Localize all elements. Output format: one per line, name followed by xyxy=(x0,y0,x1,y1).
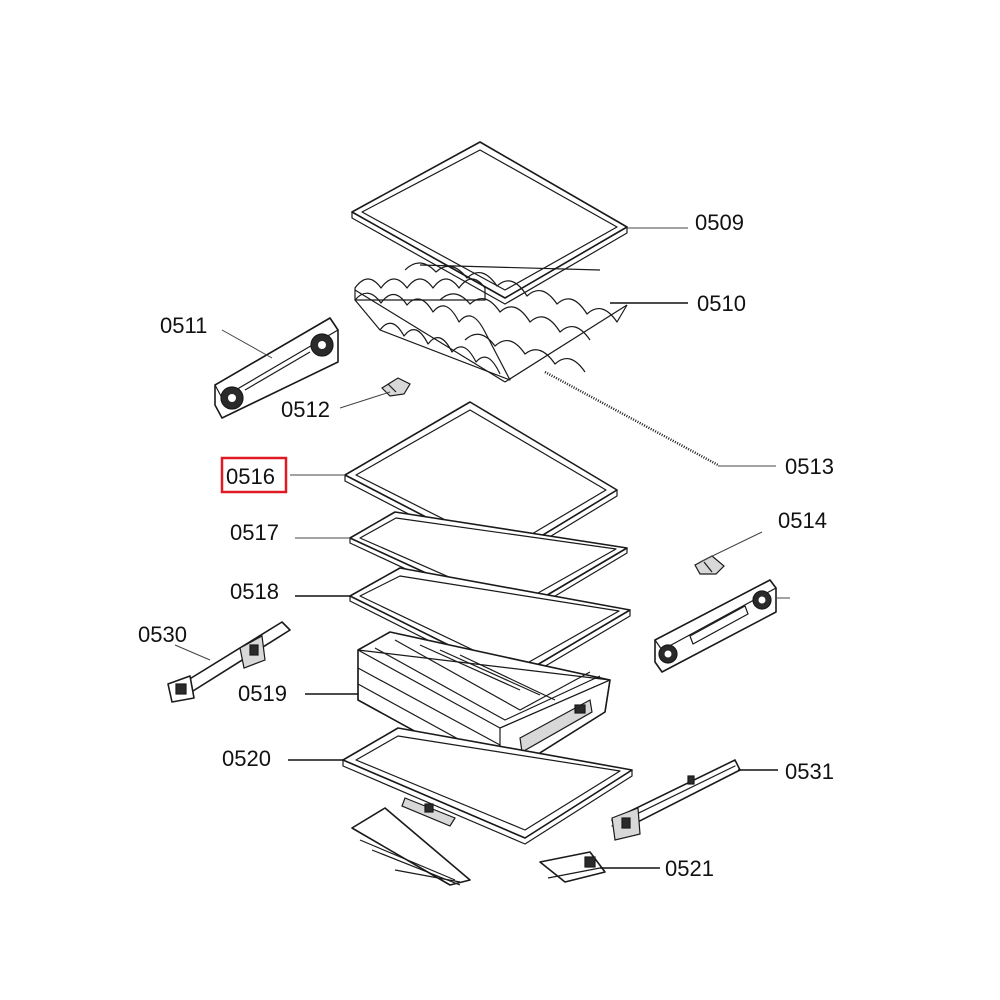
callout-0517: 0517 xyxy=(230,520,279,545)
callout-0516: 0516 xyxy=(226,464,275,489)
part-0514-clip xyxy=(694,555,725,575)
callout-0531: 0531 xyxy=(785,759,834,784)
part-0519-drawer xyxy=(357,631,611,779)
part-0509-glass-shelf xyxy=(351,141,628,305)
part-right-bracket xyxy=(654,579,777,673)
callout-0514: 0514 xyxy=(778,508,827,533)
callout-0509: 0509 xyxy=(695,210,744,235)
leader-lines xyxy=(174,227,790,869)
callout-0520: 0520 xyxy=(222,746,271,771)
callout-0521: 0521 xyxy=(665,856,714,881)
part-0521-rail xyxy=(351,797,606,886)
part-0512-clip xyxy=(381,377,411,397)
part-0531-right-slide xyxy=(611,759,741,841)
callout-0513: 0513 xyxy=(785,454,834,479)
callout-0530: 0530 xyxy=(138,622,187,647)
callout-0518: 0518 xyxy=(230,579,279,604)
part-0530-left-slide xyxy=(167,621,291,703)
highlight-box-0516 xyxy=(220,456,288,494)
part-0510-bottle-rack xyxy=(354,262,628,383)
callout-0510: 0510 xyxy=(697,291,746,316)
callout-0512: 0512 xyxy=(281,397,330,422)
callout-0511: 0511 xyxy=(160,313,207,338)
callout-0519: 0519 xyxy=(238,681,287,706)
callout-labels: 0509 0510 0511 0512 0513 0514 0516 0517 … xyxy=(138,210,834,881)
part-0513-rod xyxy=(544,370,719,467)
part-0511-left-bracket xyxy=(214,317,339,419)
part-0520-frame xyxy=(342,727,633,845)
